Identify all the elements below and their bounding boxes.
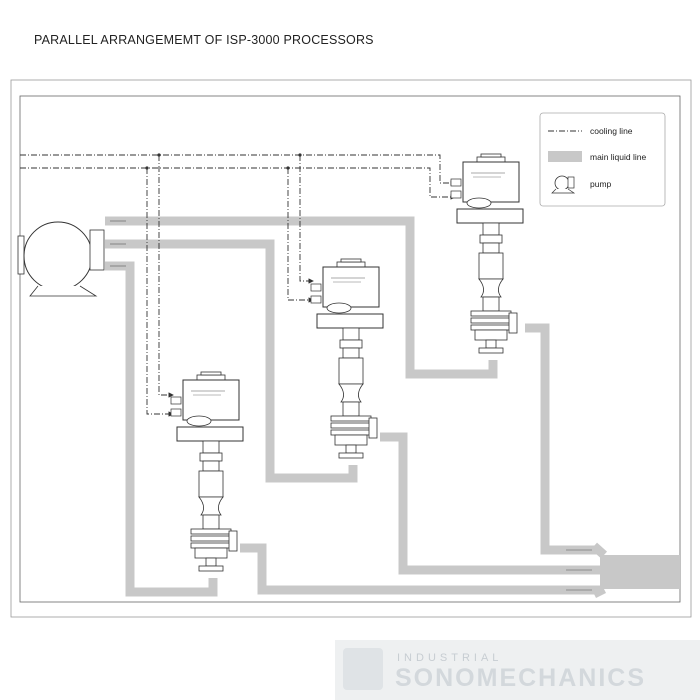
cooling-lines [20,154,456,417]
watermark-line1: INDUSTRIAL [397,652,503,664]
watermark-logo: INDUSTRIAL SONOMECHANICS [335,640,700,700]
legend-cooling-line: cooling line [590,126,633,136]
watermark-line2: SONOMECHANICS [395,664,647,692]
legend-pump-icon [551,175,576,194]
diagram-title: PARALLEL ARRANGEMEMT OF ISP-3000 PROCESS… [34,33,374,47]
processor-3 [450,153,524,354]
outer-frame [10,79,692,618]
legend-pump: pump [590,179,612,189]
legend-main-liquid-line: main liquid line [590,152,646,162]
outlet-collector [600,555,680,589]
processor-1 [170,371,244,572]
pump [17,221,105,297]
legend: cooling line main liquid line pump [539,112,666,207]
inner-frame [19,95,681,603]
sonomechanics-logo-icon [343,648,383,690]
processor-2 [310,258,384,459]
